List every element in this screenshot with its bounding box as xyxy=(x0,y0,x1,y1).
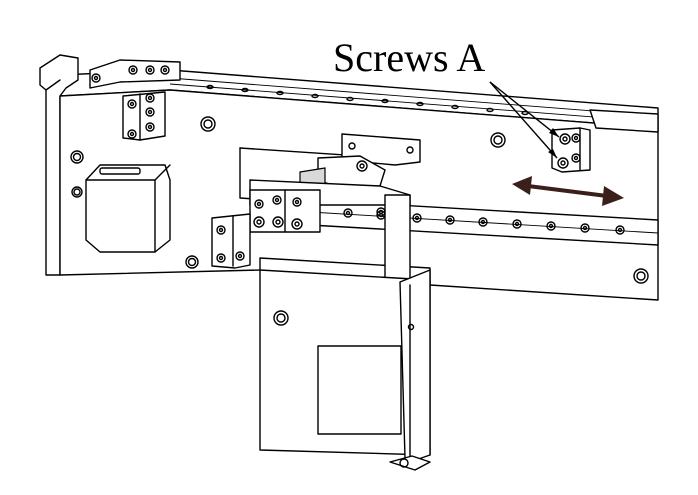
screw-icon xyxy=(216,225,245,263)
screw-icon xyxy=(127,93,155,139)
double-headed-arrow xyxy=(512,176,624,206)
sensor-bracket xyxy=(211,213,251,269)
carriage xyxy=(249,133,421,297)
motor-block xyxy=(85,164,171,253)
screw-icon xyxy=(253,195,303,230)
panel-holes xyxy=(70,116,649,284)
callout-leaders xyxy=(489,81,560,159)
screws-a-label: Screws A xyxy=(333,35,486,80)
screw-icon xyxy=(557,133,581,169)
top-left-bracket xyxy=(89,59,181,141)
right-end-bracket xyxy=(551,109,659,173)
screw-icon xyxy=(91,65,170,83)
lower-plate xyxy=(259,269,431,471)
lower-rail-holes xyxy=(343,208,625,235)
